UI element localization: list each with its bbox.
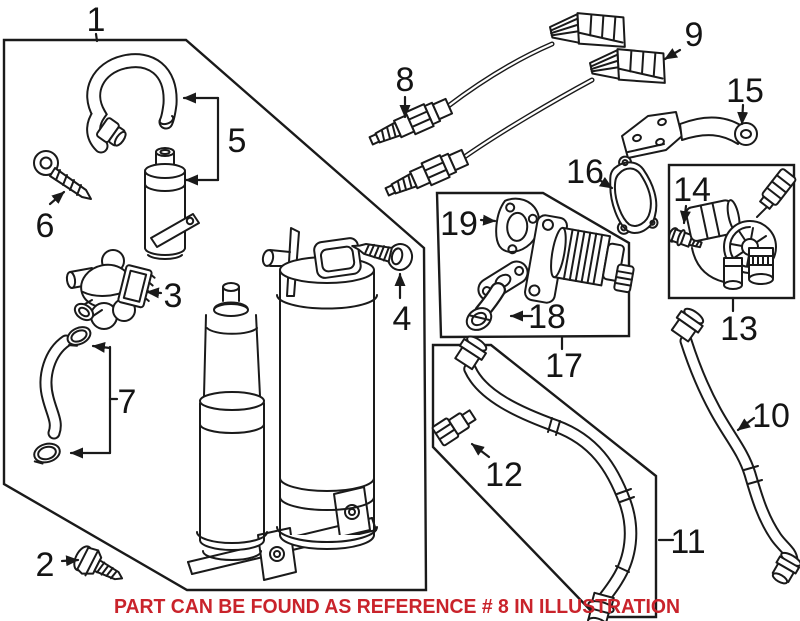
box14-outline: [667, 163, 796, 300]
part-label-11: 11: [670, 523, 705, 561]
leader-12: [470, 442, 491, 459]
part10-hose-drawing: [670, 307, 800, 585]
leader-15: [737, 103, 749, 126]
part-label-6: 6: [36, 207, 55, 245]
part-label-13: 13: [720, 310, 758, 348]
part-label-17: 17: [545, 347, 583, 385]
part7-hose-drawing: [33, 326, 92, 465]
leader-3: [145, 287, 163, 299]
part-label-18: 18: [528, 298, 566, 336]
caption-text: PART CAN BE FOUND AS REFERENCE # 8 IN IL…: [114, 596, 680, 618]
part7-clamp-top: [66, 326, 92, 347]
part-label-1: 1: [87, 1, 106, 39]
leader-1: [94, 32, 99, 43]
part19-gasket-drawing: [495, 197, 541, 255]
leader-5: [182, 92, 220, 186]
part3-valve-drawing: [65, 249, 156, 330]
part5-hose-drawing: [86, 53, 178, 154]
part5-filter-drawing: [144, 147, 200, 261]
part12-connector-drawing: [431, 409, 477, 447]
part-label-19: 19: [440, 205, 478, 243]
part-label-10: 10: [752, 397, 790, 435]
part-label-16: 16: [566, 153, 604, 191]
part-label-5: 5: [228, 122, 247, 160]
part11-hose-drawing: [454, 335, 638, 621]
leader-6: [48, 190, 66, 206]
leader-10: [736, 416, 756, 432]
leader-9: [663, 48, 682, 61]
part6-screw-drawing: [33, 150, 92, 200]
part-label-7: 7: [118, 383, 137, 421]
part9-sensor-drawing: [384, 48, 666, 197]
part-labels: 1 2 3 4 5 6 7 8 9 10 11 12 13 14 15 16 1…: [36, 1, 790, 584]
part4-screw-drawing: [351, 243, 414, 271]
part2-bolt-drawing: [73, 545, 124, 581]
part-label-2: 2: [36, 546, 55, 584]
leader-16: [598, 176, 614, 190]
leader-7: [69, 341, 119, 459]
part8-sensor-drawing: [368, 12, 626, 146]
part13-pump-drawing: [685, 168, 797, 290]
part18-valve-drawing: [524, 214, 635, 304]
box11-outline: [431, 343, 658, 619]
part15-bracket-drawing: [621, 111, 758, 159]
part1-boundary-outline: [2, 38, 428, 592]
part-label-15: 15: [726, 72, 764, 110]
part-label-4: 4: [393, 300, 412, 338]
leader-2: [60, 555, 80, 567]
part-label-3: 3: [164, 277, 183, 315]
canister-drawing: [187, 227, 378, 581]
leader-14: [679, 204, 691, 225]
part-label-9: 9: [685, 16, 704, 54]
part-label-14: 14: [673, 171, 711, 209]
part-label-8: 8: [396, 61, 415, 99]
part7-clamp-bottom: [33, 442, 61, 465]
part-label-12: 12: [485, 456, 523, 494]
part16-gasket-drawing: [609, 155, 659, 235]
leader-19: [479, 214, 497, 226]
leader-lines: [48, 32, 756, 567]
part18-elbow-drawing: [465, 260, 529, 331]
